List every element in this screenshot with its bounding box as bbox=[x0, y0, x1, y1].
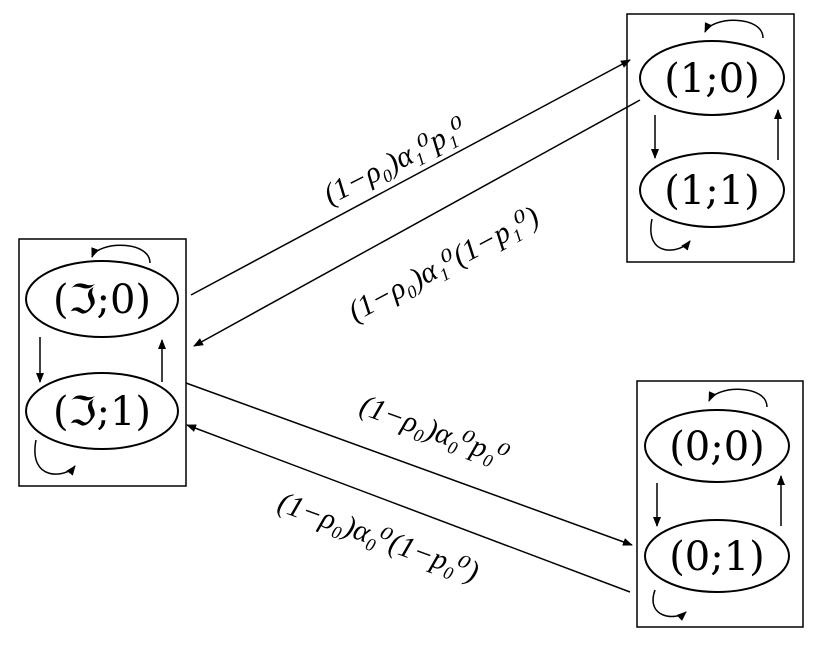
self-loop-arrow bbox=[652, 589, 687, 621]
state-node bbox=[25, 260, 179, 338]
state-label: (0;0) bbox=[669, 424, 765, 470]
state-node bbox=[639, 40, 785, 116]
self-loop-arrow bbox=[708, 388, 768, 408]
self-loop-arrow bbox=[650, 218, 691, 251]
state-node bbox=[25, 372, 179, 450]
self-loop-arrow bbox=[91, 244, 151, 264]
self-loop-arrow bbox=[34, 439, 76, 476]
state-group-box bbox=[18, 238, 187, 487]
state-label: (1;0) bbox=[664, 56, 760, 102]
state-group-unknown: (ℑ;0) (ℑ;1) bbox=[18, 238, 187, 487]
self-loop-arrow bbox=[704, 19, 764, 39]
transition-arrow-unknown-to-one bbox=[190, 59, 631, 296]
transition-arrow-zero-to-unknown bbox=[186, 424, 631, 593]
state-label: (1;1) bbox=[664, 168, 760, 214]
transition-arrow-one-to-unknown bbox=[193, 99, 641, 347]
state-node bbox=[639, 152, 785, 228]
state-node bbox=[644, 409, 790, 483]
state-label: (ℑ;1) bbox=[53, 389, 151, 435]
state-group-zero: (0;0) (0;1) bbox=[636, 380, 804, 628]
state-label: (0;1) bbox=[669, 534, 765, 580]
state-group-one: (1;0) (1;1) bbox=[626, 13, 795, 263]
transition-label-unknown-to-zero: (1−ρ₀)α₀⁰p₀⁰ bbox=[356, 389, 514, 473]
transition-arrow-unknown-to-zero bbox=[185, 382, 633, 546]
state-label: (ℑ;0) bbox=[53, 277, 151, 323]
transition-label-unknown-to-one: (1−ρ₀)α₁⁰p₁⁰ bbox=[318, 111, 472, 211]
state-group-box bbox=[626, 13, 795, 263]
state-node bbox=[644, 519, 790, 593]
transition-label-zero-to-unknown: (1−ρ₀)α₀⁰(1−p₀⁰) bbox=[274, 486, 484, 589]
transition-label-one-to-unknown: (1−ρ₀)α₁⁰(1−p₁⁰) bbox=[343, 200, 545, 328]
state-group-box bbox=[636, 380, 804, 628]
